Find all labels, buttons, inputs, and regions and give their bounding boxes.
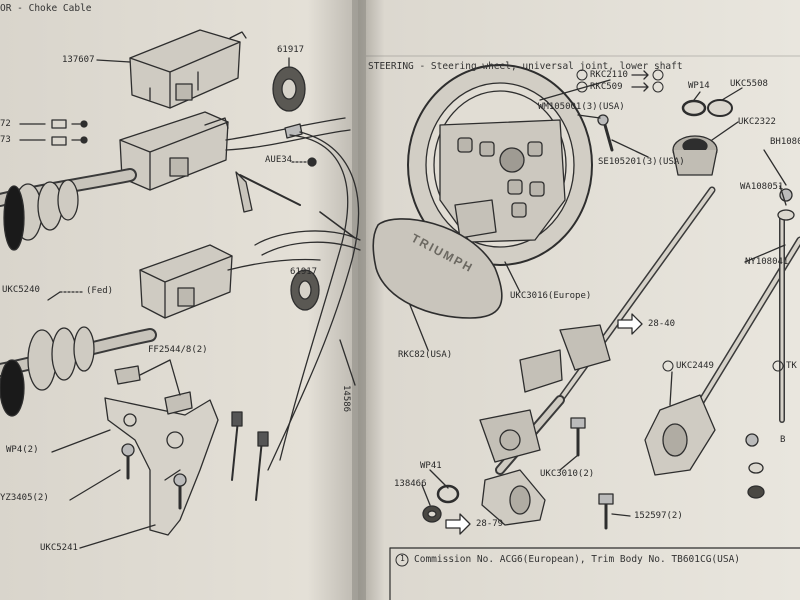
note-rkc509: RKC509 xyxy=(590,82,623,92)
footer-number: 1 xyxy=(400,554,405,563)
label-61917-mid: 61917 xyxy=(290,267,318,277)
label-ny108041: NY108041 xyxy=(745,257,789,267)
label-ukc2322: UKC2322 xyxy=(738,117,776,127)
label-61917-top: 61917 xyxy=(277,45,305,55)
right-diagram xyxy=(372,64,800,600)
label-wp41: WP41 xyxy=(420,461,442,471)
label-b: B xyxy=(780,435,786,445)
label-152597: 152597(2) xyxy=(634,511,683,521)
label-137607: 137607 xyxy=(62,55,95,65)
label-wp4: WP4(2) xyxy=(6,445,39,455)
label-28-79: 28-79 xyxy=(476,519,504,529)
horn-pad xyxy=(372,218,503,319)
label-wa108051: WA108051 xyxy=(740,182,784,192)
label-28-40: 28-40 xyxy=(648,319,676,329)
label-bh1080: BH1080 xyxy=(770,137,800,147)
label-se105201: SE105201(3)(USA) xyxy=(598,157,685,167)
note-rkc2110: RKC2110 xyxy=(590,70,628,80)
label-138466: 138466 xyxy=(394,479,427,489)
label-fed: (Fed) xyxy=(86,286,114,296)
label-rkc82: RKC82(USA) xyxy=(398,350,453,360)
label-aue34: AUE34 xyxy=(265,155,293,165)
book-gutter xyxy=(352,0,366,600)
label-ff2544: FF2544/8(2) xyxy=(148,345,208,355)
left-page-header: OR - Choke Cable xyxy=(0,3,92,14)
label-72: 72 xyxy=(0,119,11,129)
left-diagram xyxy=(0,29,361,549)
label-ukc2449: UKC2449 xyxy=(676,361,714,371)
label-ukc3010: UKC3010(2) xyxy=(540,469,595,479)
label-wp14: WP14 xyxy=(688,81,710,91)
label-14586: 14586 xyxy=(341,385,351,413)
label-ukc5508: UKC5508 xyxy=(730,79,768,89)
footer-commission-note: Commission No. ACG6(European), Trim Body… xyxy=(414,554,741,565)
label-ukc5241: UKC5241 xyxy=(40,543,78,553)
label-yz3405: YZ3405(2) xyxy=(0,493,49,503)
label-ukc5240: UKC5240 xyxy=(2,285,40,295)
label-73: 73 xyxy=(0,135,11,145)
label-wm105001: WM105001(3)(USA) xyxy=(538,102,625,112)
right-page-header: STEERING - Steering wheel, universal joi… xyxy=(368,61,683,72)
label-tk: TK xyxy=(786,361,797,371)
label-ukc3016: UKC3016(Europe) xyxy=(510,291,592,301)
